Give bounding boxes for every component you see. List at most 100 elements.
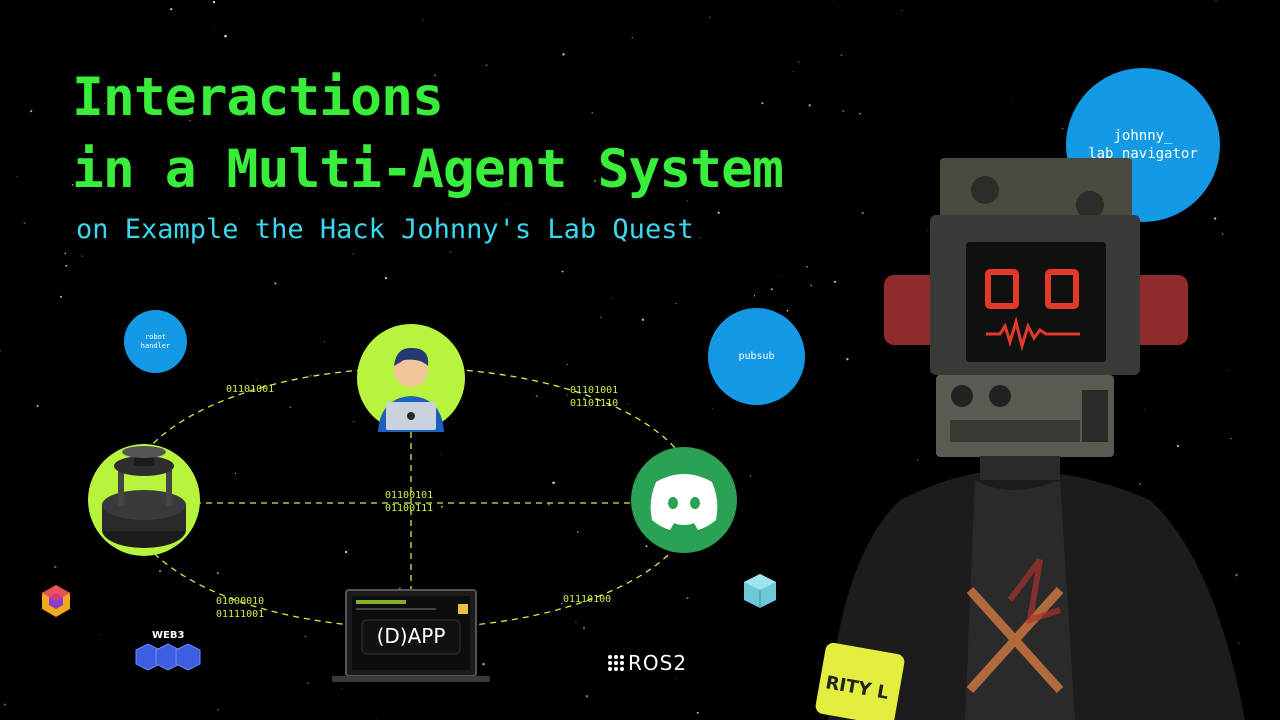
star xyxy=(289,406,292,409)
hexagon-logo-icon xyxy=(42,585,70,617)
star xyxy=(1221,233,1224,235)
cube-icon xyxy=(744,574,776,608)
star xyxy=(81,255,83,257)
robot-handler-bubble: robot handler xyxy=(124,310,187,373)
star xyxy=(566,395,568,397)
star xyxy=(917,459,919,461)
star xyxy=(842,109,845,113)
star xyxy=(1144,408,1145,410)
star xyxy=(833,280,837,283)
star xyxy=(840,54,843,56)
star xyxy=(786,309,789,312)
binary-label: 01111001 xyxy=(216,609,264,620)
ros-dots-icon xyxy=(608,655,624,671)
binary-label: 01100101 xyxy=(385,490,433,501)
star xyxy=(98,633,100,635)
star xyxy=(482,663,485,666)
star xyxy=(344,550,348,554)
dapp-label: (D)APP xyxy=(377,624,446,648)
star xyxy=(441,453,443,455)
star xyxy=(749,475,752,477)
star xyxy=(619,179,622,182)
star xyxy=(324,340,325,342)
binary-label: 01000010 xyxy=(216,596,264,607)
star xyxy=(217,708,219,711)
discord-icon xyxy=(650,474,718,530)
star xyxy=(1238,642,1240,644)
star xyxy=(711,407,713,409)
star xyxy=(212,0,216,4)
star xyxy=(449,251,451,253)
star xyxy=(809,284,813,287)
star xyxy=(1213,217,1217,220)
star xyxy=(591,111,594,114)
star xyxy=(3,703,6,706)
star xyxy=(901,9,903,12)
star xyxy=(16,176,18,178)
star xyxy=(89,115,91,117)
pubsub-bubble: pubsub xyxy=(708,308,805,405)
star xyxy=(552,481,555,485)
star xyxy=(837,5,839,7)
star xyxy=(1230,437,1232,440)
star xyxy=(274,282,277,285)
binary-label: 01110100 xyxy=(563,594,611,605)
web3-label: WEB3 xyxy=(152,630,185,641)
ros2-logo: ROS2 xyxy=(608,651,687,675)
star xyxy=(30,110,33,113)
star xyxy=(696,711,699,714)
star xyxy=(560,602,563,605)
user-avatar-icon xyxy=(378,347,444,432)
star xyxy=(761,102,764,105)
star xyxy=(215,26,217,28)
star xyxy=(753,295,756,297)
binary-label: 01101001 xyxy=(570,385,618,396)
star xyxy=(645,545,648,548)
robot-node xyxy=(88,444,200,556)
star xyxy=(353,420,355,423)
star xyxy=(599,316,602,319)
star xyxy=(675,302,677,305)
title-line-1: Interactions xyxy=(72,67,444,128)
star xyxy=(699,237,701,239)
star xyxy=(234,472,237,475)
dapp-laptop: (D)APP xyxy=(332,589,490,682)
star xyxy=(71,184,74,186)
star xyxy=(399,587,401,590)
star xyxy=(846,357,849,361)
binary-label: 01101110 xyxy=(570,398,618,409)
star xyxy=(216,572,219,575)
star xyxy=(104,103,106,105)
ros2-label: ROS2 xyxy=(628,651,688,675)
star xyxy=(709,16,711,18)
star xyxy=(434,74,437,77)
web3-blocks-icon xyxy=(135,643,201,671)
star xyxy=(508,203,510,205)
star xyxy=(23,222,26,225)
star xyxy=(54,565,57,569)
star xyxy=(238,218,239,220)
turtlebot-robot-icon xyxy=(102,446,186,548)
binary-label: 01100111 xyxy=(385,503,433,514)
star xyxy=(577,531,579,533)
star xyxy=(1215,0,1217,2)
star xyxy=(562,53,565,56)
star xyxy=(143,235,145,237)
binary-label: 01101001 xyxy=(226,384,274,395)
star xyxy=(309,374,312,377)
star xyxy=(1227,369,1229,371)
star xyxy=(64,252,67,255)
star xyxy=(686,596,689,600)
star xyxy=(170,8,173,11)
star xyxy=(675,678,677,680)
star xyxy=(717,211,720,214)
star xyxy=(770,288,773,291)
star xyxy=(36,404,39,407)
star xyxy=(627,403,629,405)
star xyxy=(631,36,633,39)
star xyxy=(797,61,800,63)
star xyxy=(859,112,861,115)
star xyxy=(1176,444,1180,448)
discord-node xyxy=(631,447,737,553)
star xyxy=(547,503,550,506)
